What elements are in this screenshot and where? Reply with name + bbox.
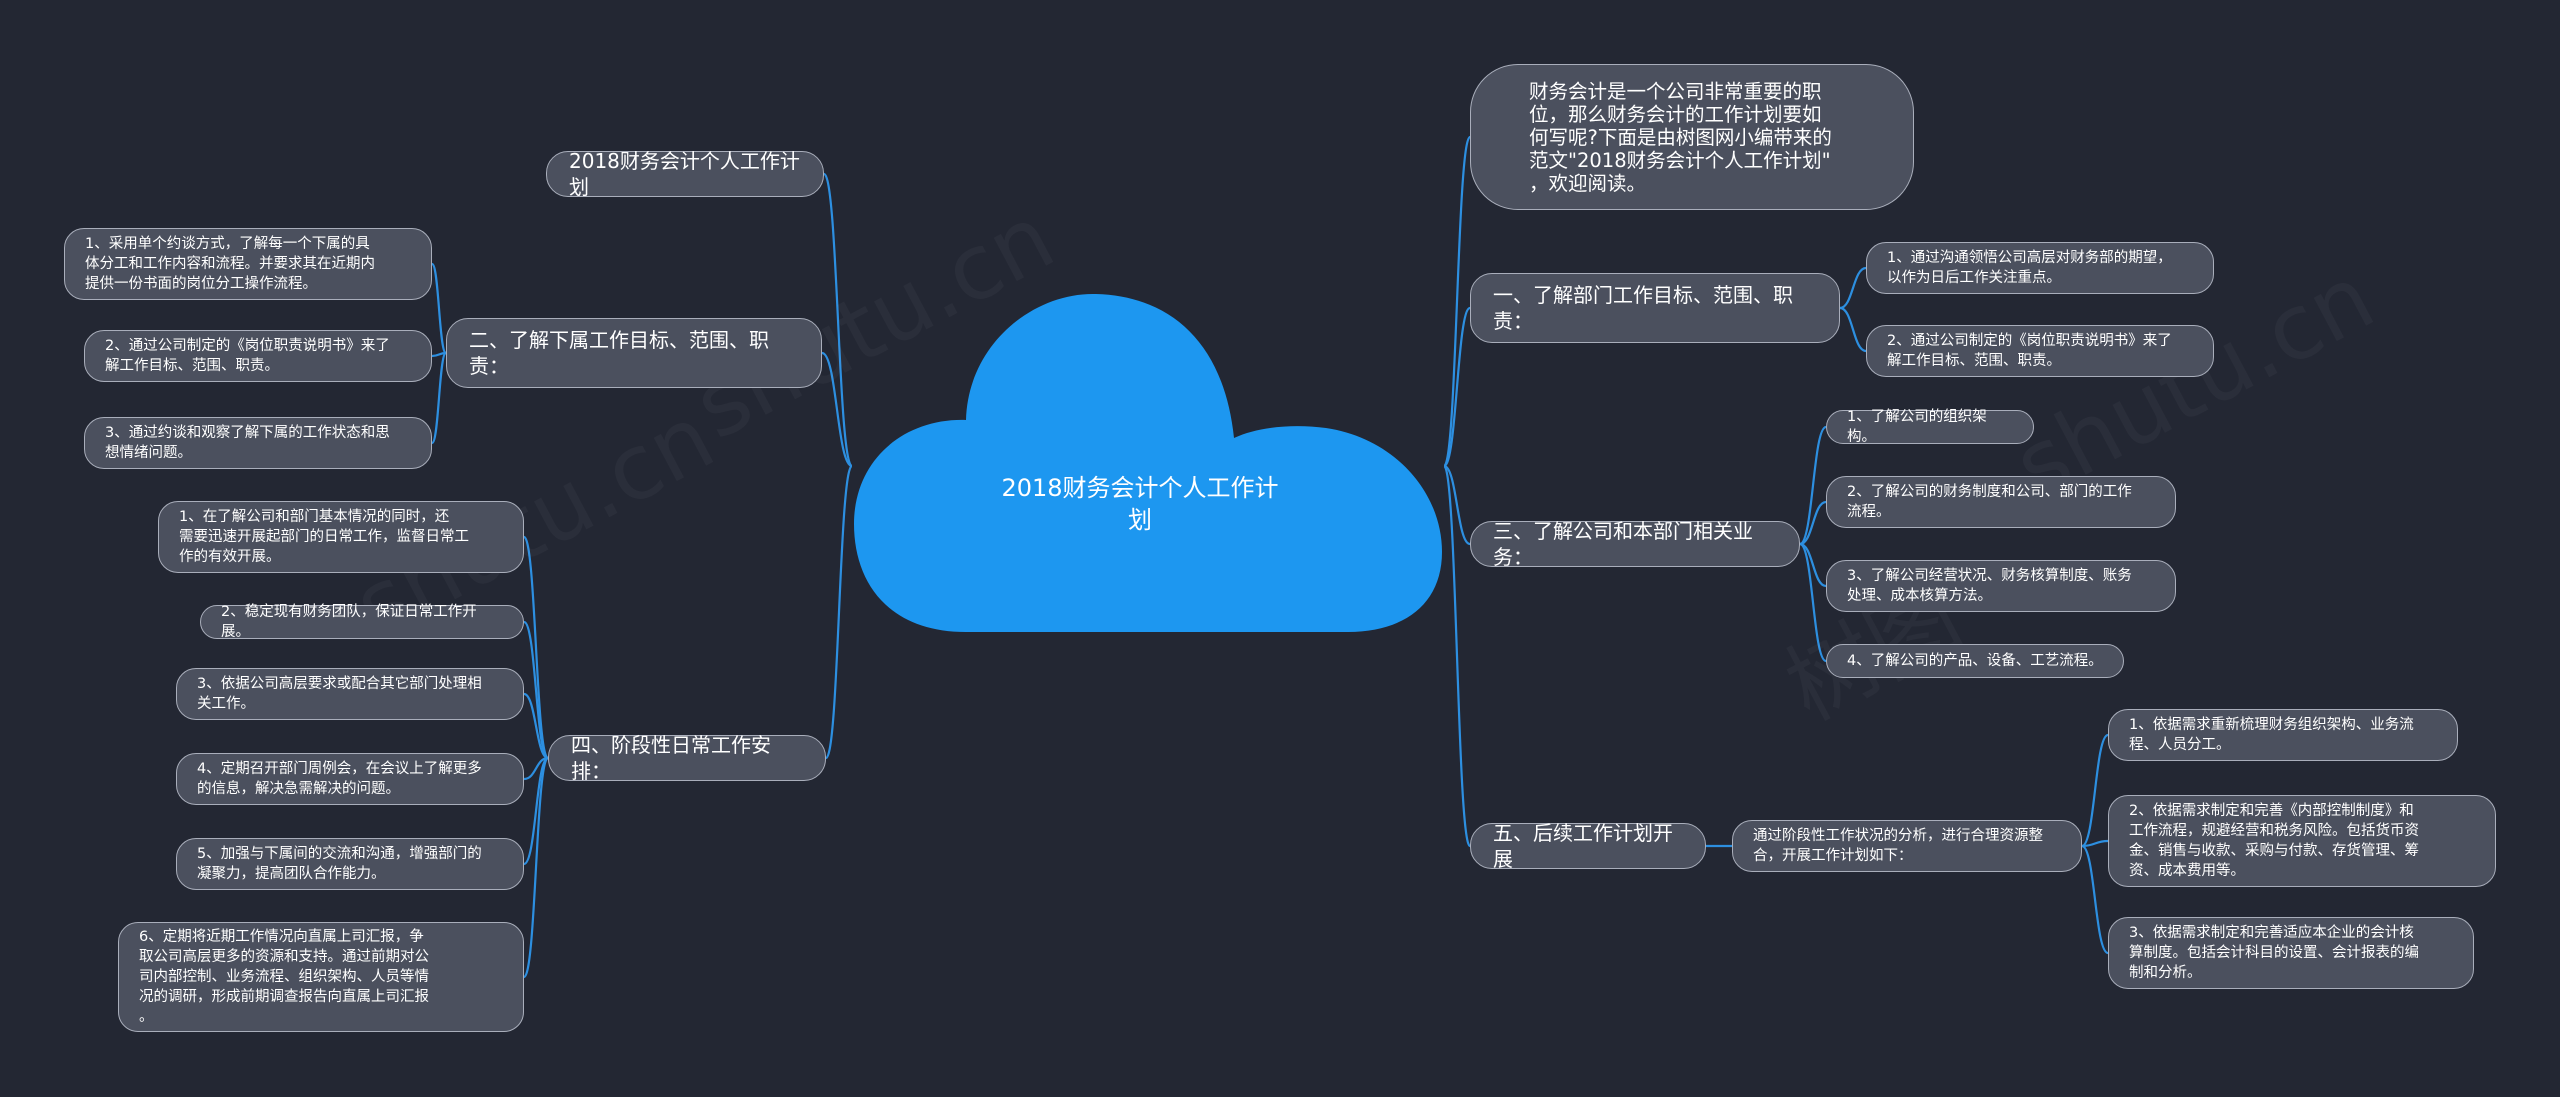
edge-branch1-item xyxy=(1839,306,1867,353)
title-node[interactable]: 2018财务会计个人工作计划 xyxy=(546,149,824,199)
branch-5-item[interactable]: 2、依据需求制定和完善《内部控制制度》和 工作流程，规避经营和税务风险。包括货币… xyxy=(2108,795,2496,887)
edge-branch4-item xyxy=(522,756,550,979)
branch-2-item[interactable]: 2、通过公司制定的《岗位职责说明书》来了 解工作目标、范围、职责。 xyxy=(84,330,432,382)
branch-4-node[interactable]: 四、阶段性日常工作安排： xyxy=(548,733,826,783)
edge-branch5-item xyxy=(2081,844,2109,955)
edge-center-intro xyxy=(1442,135,1472,468)
edge-branch4-item xyxy=(522,620,550,760)
edge-center-branch4 xyxy=(824,464,854,760)
branch-3-item[interactable]: 3、了解公司经营状况、财务核算制度、账务 处理、成本核算方法。 xyxy=(1826,560,2176,612)
edge-branch3-item xyxy=(1798,542,1828,663)
edge-center-branch3 xyxy=(1443,464,1471,546)
edge-branch2-item xyxy=(430,262,448,355)
edge-branch1-item xyxy=(1839,266,1867,310)
edge-center-branch5 xyxy=(1442,464,1472,848)
branch-2-item[interactable]: 1、采用单个约谈方式，了解每一个下属的具 体分工和工作内容和流程。并要求其在近期… xyxy=(64,228,432,300)
branch-5-node[interactable]: 五、后续工作计划开展 xyxy=(1470,821,1706,871)
branch-1-item[interactable]: 1、通过沟通领悟公司高层对财务部的期望， 以作为日后工作关注重点。 xyxy=(1866,242,2214,294)
branch-4-item[interactable]: 2、稳定现有财务团队，保证日常工作开展。 xyxy=(200,604,524,640)
branch-4-item[interactable]: 4、定期召开部门周例会，在会议上了解更多 的信息，解决急需解决的问题。 xyxy=(176,753,524,805)
edge-branch2-item xyxy=(430,351,448,445)
branch-4-item[interactable]: 6、定期将近期工作情况向直属上司汇报，争 取公司高层更多的资源和支持。通过前期对… xyxy=(118,922,524,1032)
branch-4-item[interactable]: 1、在了解公司和部门基本情况的同时，还 需要迅速开展起部门的日常工作，监督日常工… xyxy=(158,501,524,573)
branch-5-item[interactable]: 3、依据需求制定和完善适应本企业的会计核 算制度。包括会计科目的设置、会计报表的… xyxy=(2108,917,2474,989)
branch-3-item[interactable]: 4、了解公司的产品、设备、工艺流程。 xyxy=(1826,644,2124,678)
edge-branch3-item xyxy=(1799,500,1827,546)
branch-5-item[interactable]: 1、依据需求重新梳理财务组织架构、业务流 程、人员分工。 xyxy=(2108,709,2458,761)
intro-node[interactable]: 财务会计是一个公司非常重要的职 位，那么财务会计的工作计划要如 何写呢?下面是由… xyxy=(1470,64,1914,210)
edge-center-branch2 xyxy=(821,351,853,468)
edge-center-branch1 xyxy=(1442,306,1472,468)
branch-2-item[interactable]: 3、通过约谈和观察了解下属的工作状态和思 想情绪问题。 xyxy=(84,417,432,469)
branch-1-item[interactable]: 2、通过公司制定的《岗位职责说明书》来了 解工作目标、范围、职责。 xyxy=(1866,325,2214,377)
edge-branch5-item xyxy=(2081,733,2109,848)
branch-3-item[interactable]: 1、了解公司的组织架构。 xyxy=(1826,409,2034,445)
edge-branch5-item xyxy=(2081,839,2109,848)
branch-3-node[interactable]: 三、了解公司和本部门相关业务： xyxy=(1470,519,1800,569)
branch-4-item[interactable]: 5、加强与下属间的交流和沟通，增强部门的 凝聚力，提高团队合作能力。 xyxy=(176,838,524,890)
branch-2-node[interactable]: 二、了解下属工作目标、范围、职 责： xyxy=(446,318,822,388)
edge-branch3-item xyxy=(1798,425,1828,546)
edge-branch4-item xyxy=(523,692,549,760)
branch-5-sub-node[interactable]: 通过阶段性工作状况的分析，进行合理资源整 合，开展工作计划如下： xyxy=(1732,820,2082,872)
edge-center-title xyxy=(822,172,854,468)
branch-3-item[interactable]: 2、了解公司的财务制度和公司、部门的工作 流程。 xyxy=(1826,476,2176,528)
branch-4-item[interactable]: 3、依据公司高层要求或配合其它部门处理相 关工作。 xyxy=(176,668,524,720)
central-topic[interactable]: 2018财务会计个人工作计 划 xyxy=(1001,474,1279,534)
branch-1-node[interactable]: 一、了解部门工作目标、范围、职 责： xyxy=(1470,273,1840,343)
central-cloud xyxy=(854,293,1442,632)
